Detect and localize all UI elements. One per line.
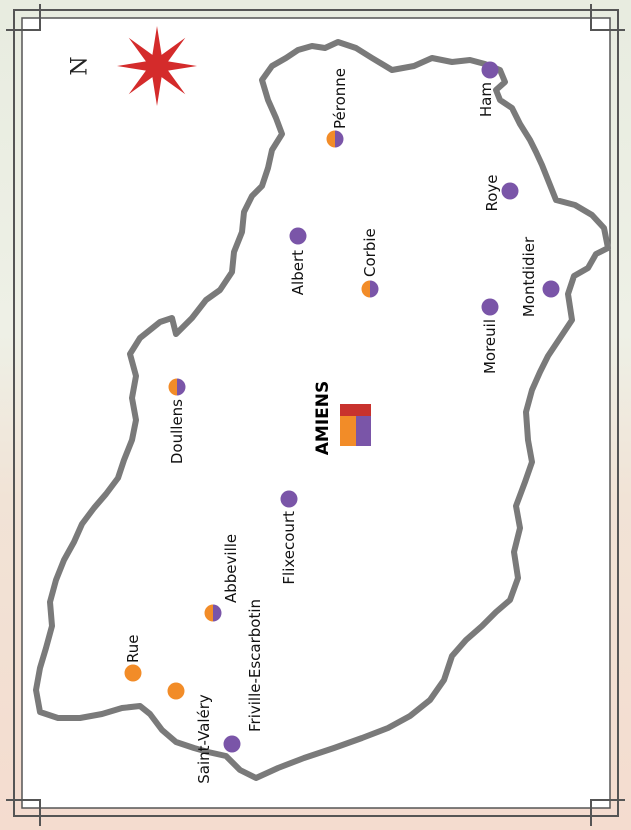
city-label: Abbeville [222, 534, 240, 603]
city-label: Ham [477, 82, 495, 117]
purple-marker-icon [481, 298, 499, 316]
capital-marker-icon [340, 404, 371, 446]
city-label: Doullens [168, 399, 186, 464]
north-label: N [68, 56, 93, 75]
city-flixecourt: Flixecourt [280, 490, 298, 585]
compass-star-shape [117, 26, 197, 106]
purple-marker-icon [542, 280, 560, 298]
purple-marker-icon [280, 490, 298, 508]
purple-marker-icon [481, 61, 499, 79]
purple-marker-icon [501, 182, 519, 200]
decorative-frame [6, 4, 625, 826]
city-label: Rue [124, 635, 142, 663]
city-doullens: Doullens [168, 378, 186, 464]
compass-star-icon [117, 26, 197, 106]
half-marker-icon [361, 280, 379, 298]
city-label: Péronne [331, 68, 349, 129]
map-panel [22, 18, 610, 808]
city-corbie: Corbie [361, 228, 379, 298]
city-label: Saint-Valéry [195, 694, 213, 784]
city-moreuil: Moreuil [481, 298, 499, 374]
city-peronne: Péronne [326, 68, 349, 148]
city-label: Moreuil [481, 319, 499, 374]
city-saint-valery: Saint-Valéry [167, 682, 213, 784]
city-label: Montdidier [520, 236, 538, 317]
capital-label: AMIENS [313, 381, 333, 455]
purple-marker-icon [289, 227, 307, 245]
city-label: Corbie [361, 228, 379, 277]
purple-marker-icon [223, 735, 241, 753]
city-friville-escarbotin: Friville-Escarbotin [223, 599, 264, 753]
city-rue: Rue [124, 635, 142, 682]
city-label: Roye [483, 174, 501, 211]
city-ham: Ham [477, 61, 499, 117]
city-roye: Roye [483, 174, 519, 212]
city-label: Albert [289, 250, 307, 295]
city-montdidier: Montdidier [520, 236, 560, 317]
half-marker-icon [168, 378, 186, 396]
city-albert: Albert [289, 227, 307, 295]
department-outline [33, 39, 611, 781]
city-label: Friville-Escarbotin [246, 599, 264, 732]
orange-marker-icon [124, 664, 142, 682]
half-marker-icon [326, 130, 344, 148]
half-marker-icon [204, 604, 222, 622]
orange-marker-icon [167, 682, 185, 700]
city-label: Flixecourt [280, 511, 298, 585]
city-abbeville: Abbeville [204, 534, 240, 622]
